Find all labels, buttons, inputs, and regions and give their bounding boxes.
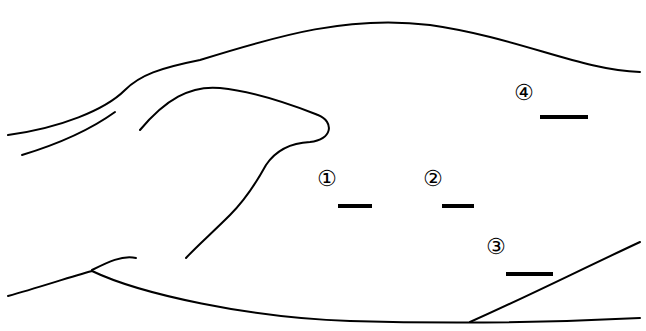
outer-bottom-line bbox=[8, 271, 640, 322]
callout-number: ② bbox=[423, 168, 443, 190]
answer-bar bbox=[442, 204, 474, 208]
answer-bar bbox=[540, 115, 588, 119]
callout-number: ③ bbox=[486, 236, 506, 258]
callout-number: ① bbox=[317, 168, 337, 190]
lower-short-line bbox=[92, 257, 136, 270]
callout-number: ④ bbox=[514, 82, 534, 104]
inner-left-line bbox=[22, 112, 115, 155]
inner-lobe-line bbox=[140, 88, 329, 258]
answer-bar bbox=[506, 272, 553, 276]
answer-bar bbox=[338, 204, 372, 208]
